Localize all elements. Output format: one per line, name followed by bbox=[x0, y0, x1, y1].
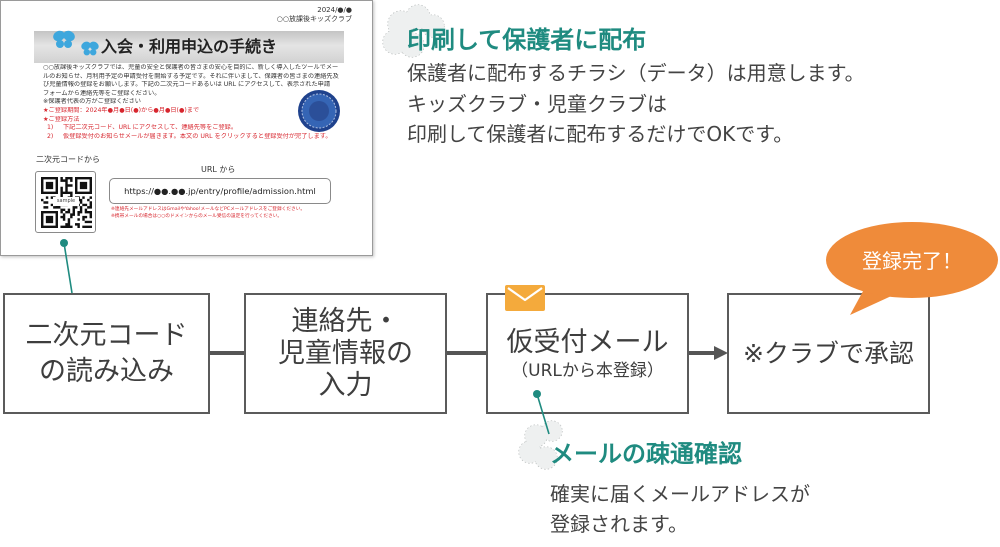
flyer-body-line: び児童情報の登録をお願いします。下記の二次元コードあるいは URL にアクセスし… bbox=[43, 81, 331, 89]
completion-bubble-text: 登録完了！ bbox=[862, 249, 962, 273]
flyer-warning-line: ※携帯メールの場合は○○のドメインからのメール受信の設定を行ってください。 bbox=[111, 213, 283, 219]
flyer-step: 1) 下記二次元コード、URL にアクセスして、連絡先等をご登録。 bbox=[43, 124, 348, 133]
flow-step-text: の読み込み bbox=[39, 355, 174, 387]
print-note-line: キッズクラブ・児童クラブは bbox=[407, 91, 667, 116]
print-note-line: 印刷して保護者に配布するだけでOKです。 bbox=[407, 122, 794, 146]
flow-step-club-approval: ※クラブで承認 bbox=[727, 293, 930, 414]
flow-step-text: 連絡先・ bbox=[291, 305, 400, 337]
flow-step-text: ※クラブで承認 bbox=[743, 338, 914, 368]
mail-check-line: 登録されます。 bbox=[550, 512, 688, 536]
flyer-step-number: 1) bbox=[47, 124, 54, 132]
flyer-warning-line: ※連絡先メールアドレスはGmailやYahoo!メールなどPCメールアドレスをご… bbox=[111, 207, 306, 212]
flyer-body-line: フォームから連絡先等をご登録ください。 bbox=[43, 89, 161, 97]
mail-check-line: 確実に届くメールアドレスが bbox=[550, 482, 810, 506]
flow-step-scan-qr: 二次元コード の読み込み bbox=[3, 293, 210, 414]
qr-code-frame: sample bbox=[35, 171, 96, 233]
url-label: URL から bbox=[201, 165, 236, 174]
flyer-body-line: ルのお知らせ、月利用予定の申請受付を開始する予定です。それに伴いまして、保護者の… bbox=[43, 72, 339, 80]
flyer-step: 2) 仮登録受付のお知らせメールが届きます。本文の URL をクリックすると登録受… bbox=[43, 133, 348, 142]
butterfly-icon bbox=[81, 41, 99, 56]
flow-step-enter-info: 連絡先・ 児童情報の 入力 bbox=[244, 293, 447, 414]
flyer-body-line: ○○放課後キッズクラブでは、児童の安全と保護者の皆さまの安心を目的に、新しく導入… bbox=[43, 64, 339, 71]
flyer-note: ※保護者代表の方がご登録ください bbox=[43, 98, 141, 106]
flow-step-text: 仮受付メール bbox=[506, 326, 669, 358]
flyer-step-text: 下記二次元コード、URL にアクセスして、連絡先等をご登録。 bbox=[63, 124, 238, 132]
arrow-head bbox=[714, 346, 728, 360]
flyer-preview: 2024/●/● ○○放課後キッズクラブ 入会・利用申込の手続き ○○放課後キッ… bbox=[0, 0, 373, 256]
mail-check-text: 確実に届くメールアドレスが 登録されます。 bbox=[550, 479, 810, 539]
flow-step-subtext: （URLから本登録） bbox=[511, 360, 664, 381]
flow-step-text: 入力 bbox=[318, 369, 373, 401]
flyer-period: ★ご登録期間：2024年●月●日(●)から●月●日(●)まで bbox=[43, 106, 200, 114]
seal-stamp bbox=[298, 90, 340, 132]
flow-step-text: 二次元コード bbox=[25, 319, 188, 351]
flow-step-text: 児童情報の bbox=[278, 337, 413, 369]
flyer-date: 2024/●/● bbox=[317, 6, 352, 14]
print-note-line: 保護者に配布するチラシ（データ）は用意します。 bbox=[407, 61, 865, 85]
qr-label: 二次元コードから bbox=[36, 155, 100, 164]
url-box: https://●●.●●.jp/entry/profile/admission… bbox=[109, 178, 331, 204]
flyer-step-number: 2) bbox=[47, 132, 54, 140]
flow-step-provisional-mail: 仮受付メール （URLから本登録） bbox=[486, 293, 689, 414]
print-note-heading: 印刷して保護者に配布 bbox=[407, 26, 647, 54]
flyer-method-label: ★ご登録方法 bbox=[43, 115, 80, 123]
flyer-warnings: ※連絡先メールアドレスはGmailやYahoo!メールなどPCメールアドレスをご… bbox=[111, 207, 326, 220]
flyer-title: 入会・利用申込の手続き bbox=[100, 37, 277, 56]
qr-sample-label: sample bbox=[53, 197, 79, 206]
flyer-step-text: 仮登録受付のお知らせメールが届きます。本文の URL をクリックすると登録受付が… bbox=[63, 132, 332, 140]
butterfly-icon bbox=[53, 30, 75, 48]
flyer-body: ○○放課後キッズクラブでは、児童の安全と保護者の皆さまの安心を目的に、新しく導入… bbox=[43, 64, 348, 141]
flyer-organization: ○○放課後キッズクラブ bbox=[276, 15, 352, 23]
mail-check-heading: メールの疎通確認 bbox=[550, 440, 742, 468]
print-note-text: 保護者に配布するチラシ（データ）は用意します。 キッズクラブ・児童クラブは 印刷… bbox=[407, 58, 865, 150]
